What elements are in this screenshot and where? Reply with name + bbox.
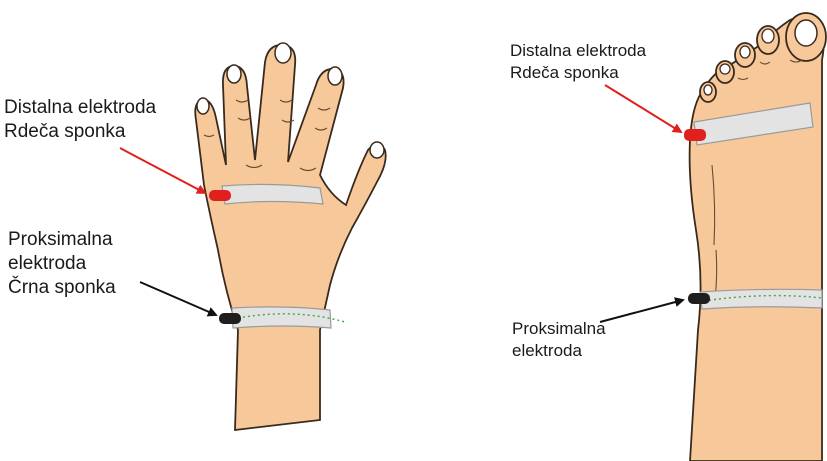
hand-distal-label-line-2: Rdeča sponka bbox=[4, 120, 156, 144]
hand-distal-arrow bbox=[120, 148, 205, 193]
hand-distal-label-line-1: Distalna elektroda bbox=[4, 96, 156, 120]
fingernail-thumb bbox=[370, 142, 384, 158]
hand-shape bbox=[195, 45, 385, 430]
fingernail-index bbox=[328, 67, 342, 85]
toenail-5 bbox=[704, 85, 712, 95]
toenail-3 bbox=[740, 46, 750, 58]
foot-proximal-label-line-1: Proksimalna bbox=[512, 318, 606, 340]
foot-distal-arrow bbox=[605, 85, 681, 132]
hand-proximal-label-line-1: Proksimalna bbox=[8, 228, 116, 252]
fingernail-pinky bbox=[197, 98, 209, 114]
big-toenail bbox=[795, 20, 817, 46]
hand-proximal-label: Proksimalna elektroda Črna sponka bbox=[8, 228, 116, 300]
fingernail-ring bbox=[227, 65, 241, 83]
hand-proximal-black-clip bbox=[219, 313, 241, 324]
foot-distal-red-clip bbox=[684, 129, 706, 141]
toenail-2 bbox=[762, 29, 774, 43]
foot-distal-label-line-2: Rdeča sponka bbox=[510, 62, 646, 84]
foot-proximal-arrow bbox=[600, 300, 683, 322]
foot-illustration bbox=[684, 13, 826, 461]
hand-distal-label: Distalna elektroda Rdeča sponka bbox=[4, 96, 156, 144]
foot-distal-label-line-1: Distalna elektroda bbox=[510, 40, 646, 62]
hand-illustration bbox=[195, 43, 385, 430]
hand-proximal-arrow bbox=[140, 282, 216, 315]
hand-proximal-label-line-2: elektroda bbox=[8, 252, 116, 276]
hand-proximal-label-line-3: Črna sponka bbox=[8, 276, 116, 300]
hand-distal-electrode-band bbox=[222, 184, 323, 204]
hand-proximal-electrode-band bbox=[232, 307, 331, 328]
foot-proximal-label: Proksimalna elektroda bbox=[512, 318, 606, 362]
fingernail-middle bbox=[275, 43, 291, 63]
foot-proximal-electrode-band bbox=[700, 289, 822, 309]
foot-proximal-label-line-2: elektroda bbox=[512, 340, 606, 362]
foot-proximal-black-clip bbox=[688, 293, 710, 304]
hand-distal-red-clip bbox=[209, 190, 231, 201]
foot-distal-label: Distalna elektroda Rdeča sponka bbox=[510, 40, 646, 84]
toenail-4 bbox=[720, 64, 730, 74]
